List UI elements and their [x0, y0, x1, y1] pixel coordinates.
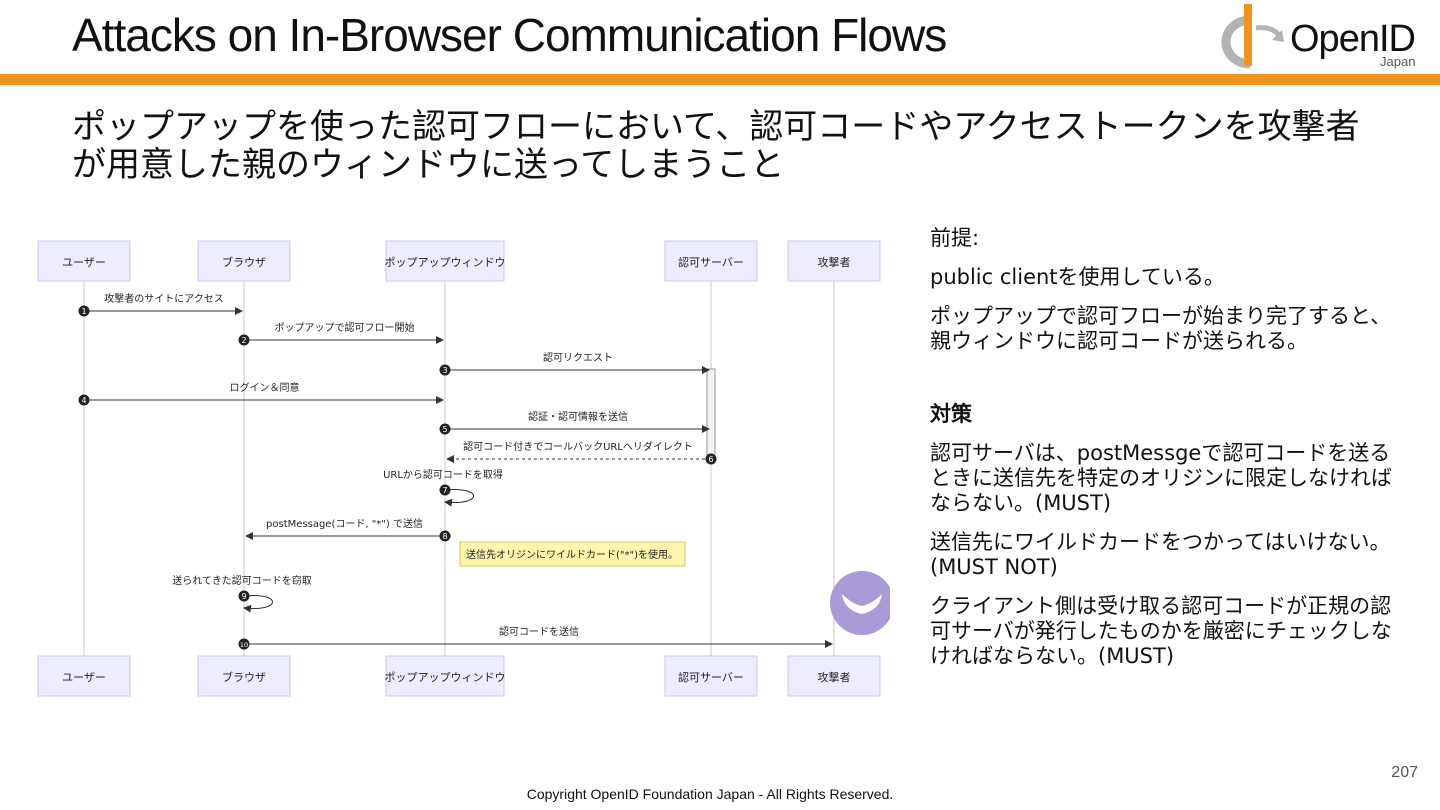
message-label: postMessage(コード, "*") で送信: [266, 517, 423, 530]
sequence-number: 1: [81, 307, 86, 316]
participant-box: [664, 655, 758, 697]
participant-box: [197, 655, 291, 697]
sequence-number: 7: [442, 486, 447, 495]
sequence-number-marker: [238, 638, 250, 650]
participant-label: 攻撃者: [818, 255, 851, 269]
participant-box: [787, 655, 881, 697]
measures-heading: 対策: [930, 402, 972, 426]
side-panel: 前提: public clientを使用している。 ポップアップで認可フローが始…: [930, 226, 1400, 683]
sequence-number-marker: [439, 364, 451, 376]
participant-label: ユーザー: [62, 256, 106, 269]
sequence-number-marker: [238, 590, 250, 602]
participant-label: ポップアップウィンドウ: [385, 671, 506, 684]
sequence-number: 2: [241, 336, 246, 345]
participant-box: [385, 240, 505, 282]
message-label: 認証・認可情報を送信: [528, 410, 628, 423]
sequence-number: 6: [708, 455, 713, 464]
measure-item: クライアント側は受け取る認可コードが正規の認可サーバが発行したものかを厳密にチェ…: [930, 594, 1392, 668]
sequence-number-marker: [705, 453, 717, 465]
sequence-number: 9: [241, 592, 246, 601]
page-number: 207: [1391, 764, 1418, 781]
message-label: ログイン＆同意: [230, 381, 300, 394]
attacker-icon-eyes: [842, 594, 882, 614]
sequence-number-marker: [78, 394, 90, 406]
premise-heading: 前提:: [930, 226, 980, 250]
sequence-number-marker: [238, 334, 250, 346]
message-label: 送られてきた認可コードを窃取: [172, 574, 311, 587]
openid-logo-icon: [1221, 4, 1284, 69]
sequence-number: 3: [442, 366, 447, 375]
sequence-number: 4: [81, 396, 86, 405]
participant-label: ポップアップウィンドウ: [385, 256, 506, 269]
slide-title: Attacks on In-Browser Communication Flow…: [72, 9, 947, 61]
activation-bar: [706, 368, 716, 462]
message-label: 攻撃者のサイトにアクセス: [104, 292, 224, 305]
message-label: 認可コードを送信: [499, 625, 579, 638]
sequence-number: 10: [240, 641, 248, 649]
sequence-number-marker: [439, 530, 451, 542]
participant-box: [197, 240, 291, 282]
participant-box: [664, 240, 758, 282]
header-divider: [0, 74, 1440, 85]
message-label: URLから認可コードを取得: [383, 468, 503, 481]
sequence-diagram: ユーザーブラウザポップアップウィンドウ認可サーバー攻撃者ユーザーブラウザポップア…: [37, 240, 890, 697]
participant-label: ブラウザ: [222, 255, 266, 269]
premise-item: public clientを使用している。: [930, 265, 1225, 289]
logo-subtext: Japan: [1380, 54, 1416, 69]
participant-box: [385, 655, 505, 697]
self-message-arrow: [444, 488, 474, 507]
sequence-number-marker: [439, 423, 451, 435]
logo-text: OpenID: [1290, 18, 1416, 60]
message-label: ポップアップで認可フロー開始: [275, 321, 415, 334]
sequence-number-marker: [439, 484, 451, 496]
message-label: 認可コード付きでコールバックURLへリダイレクト: [463, 440, 693, 453]
sequence-number: 8: [442, 532, 447, 541]
participant-box: [787, 240, 881, 282]
participant-label: 認可サーバー: [678, 255, 744, 269]
participant-label: 認可サーバー: [678, 670, 744, 684]
self-message-arrow: [243, 594, 273, 613]
participant-box: [37, 240, 131, 282]
copyright: Copyright OpenID Foundation Japan - All …: [526, 786, 894, 802]
participant-label: 攻撃者: [818, 670, 851, 684]
participant-label: ブラウザ: [222, 670, 266, 684]
message-label: 認可リクエスト: [543, 351, 613, 364]
participant-label: ユーザー: [62, 671, 106, 684]
measure-item: 送信先にワイルドカードをつかってはいけない。(MUST NOT): [930, 530, 1391, 579]
premise-item: ポップアップで認可フローが始まり完了すると、親ウィンドウに認可コードが送られる。: [930, 304, 1392, 353]
participant-box: [37, 655, 131, 697]
slide-subtitle: ポップアップを使った認可フローにおいて、認可コードやアクセストークンを攻撃者が用…: [72, 107, 1360, 185]
attacker-icon: [830, 571, 890, 635]
sequence-number: 5: [442, 425, 447, 434]
note-text: 送信先オリジンにワイルドカード("*")を使用。: [466, 548, 678, 561]
sequence-number-marker: [78, 305, 90, 317]
note-box: [459, 541, 686, 567]
measure-item: 認可サーバは、postMessgeで認可コードを送るときに送信先を特定のオリジン…: [930, 441, 1392, 515]
